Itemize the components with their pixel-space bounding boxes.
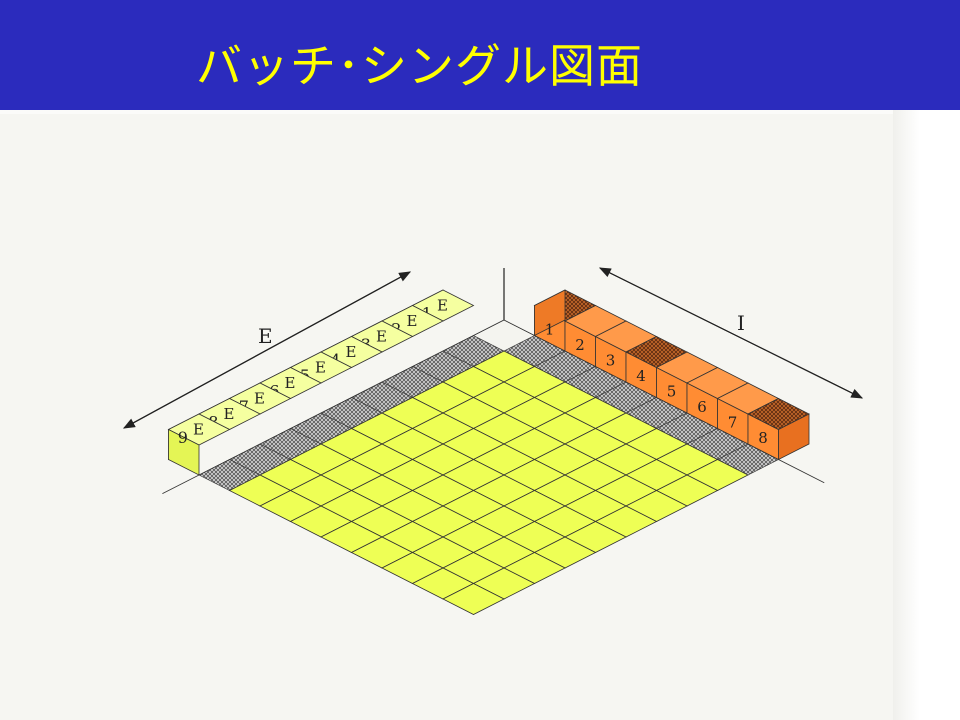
e-block-top-label: E	[346, 343, 357, 361]
paper-edge	[893, 110, 960, 720]
e-block-number-label: 9	[178, 428, 188, 447]
i-block: 8	[747, 398, 810, 461]
e-block-top-label: E	[315, 359, 326, 377]
grid-cell	[442, 583, 505, 615]
e-block-top-label: E	[193, 421, 204, 439]
i-block-number-label: 5	[667, 382, 677, 400]
i-block-number-label: 8	[758, 429, 768, 447]
title-bar: バッチ･シングル図面	[0, 0, 960, 110]
e-block-top-label: E	[285, 374, 296, 392]
e-block-top-label: E	[224, 405, 235, 423]
i-block-end-face	[778, 413, 810, 461]
i-dimension-label: I	[737, 311, 745, 335]
i-block-number-label: 6	[697, 398, 707, 416]
e-block-top-label: E	[437, 297, 448, 315]
e-dimension-label: E	[258, 324, 273, 348]
i-block-number-label: 3	[606, 351, 616, 369]
e-block-end-face	[168, 428, 200, 476]
i-block-number-label: 4	[636, 367, 646, 385]
i-block-number-label: 1	[545, 320, 555, 338]
e-block-top-label: E	[376, 328, 387, 346]
i-block-number-label: 2	[575, 336, 585, 354]
i-block-number-label: 7	[728, 413, 738, 431]
axis-line-e	[162, 319, 505, 494]
i-block-start-face	[534, 289, 566, 337]
e-block-top-label: E	[254, 390, 265, 408]
grid-layer	[162, 319, 825, 615]
e-block: E9	[167, 413, 231, 476]
blocks-layer: E1E2E3E4E5E6E7E8E912345678	[167, 289, 810, 476]
e-block-top-label: E	[407, 312, 418, 330]
dimension-layer: E I	[122, 267, 864, 429]
slide-title: バッチ･シングル図面	[196, 39, 643, 93]
